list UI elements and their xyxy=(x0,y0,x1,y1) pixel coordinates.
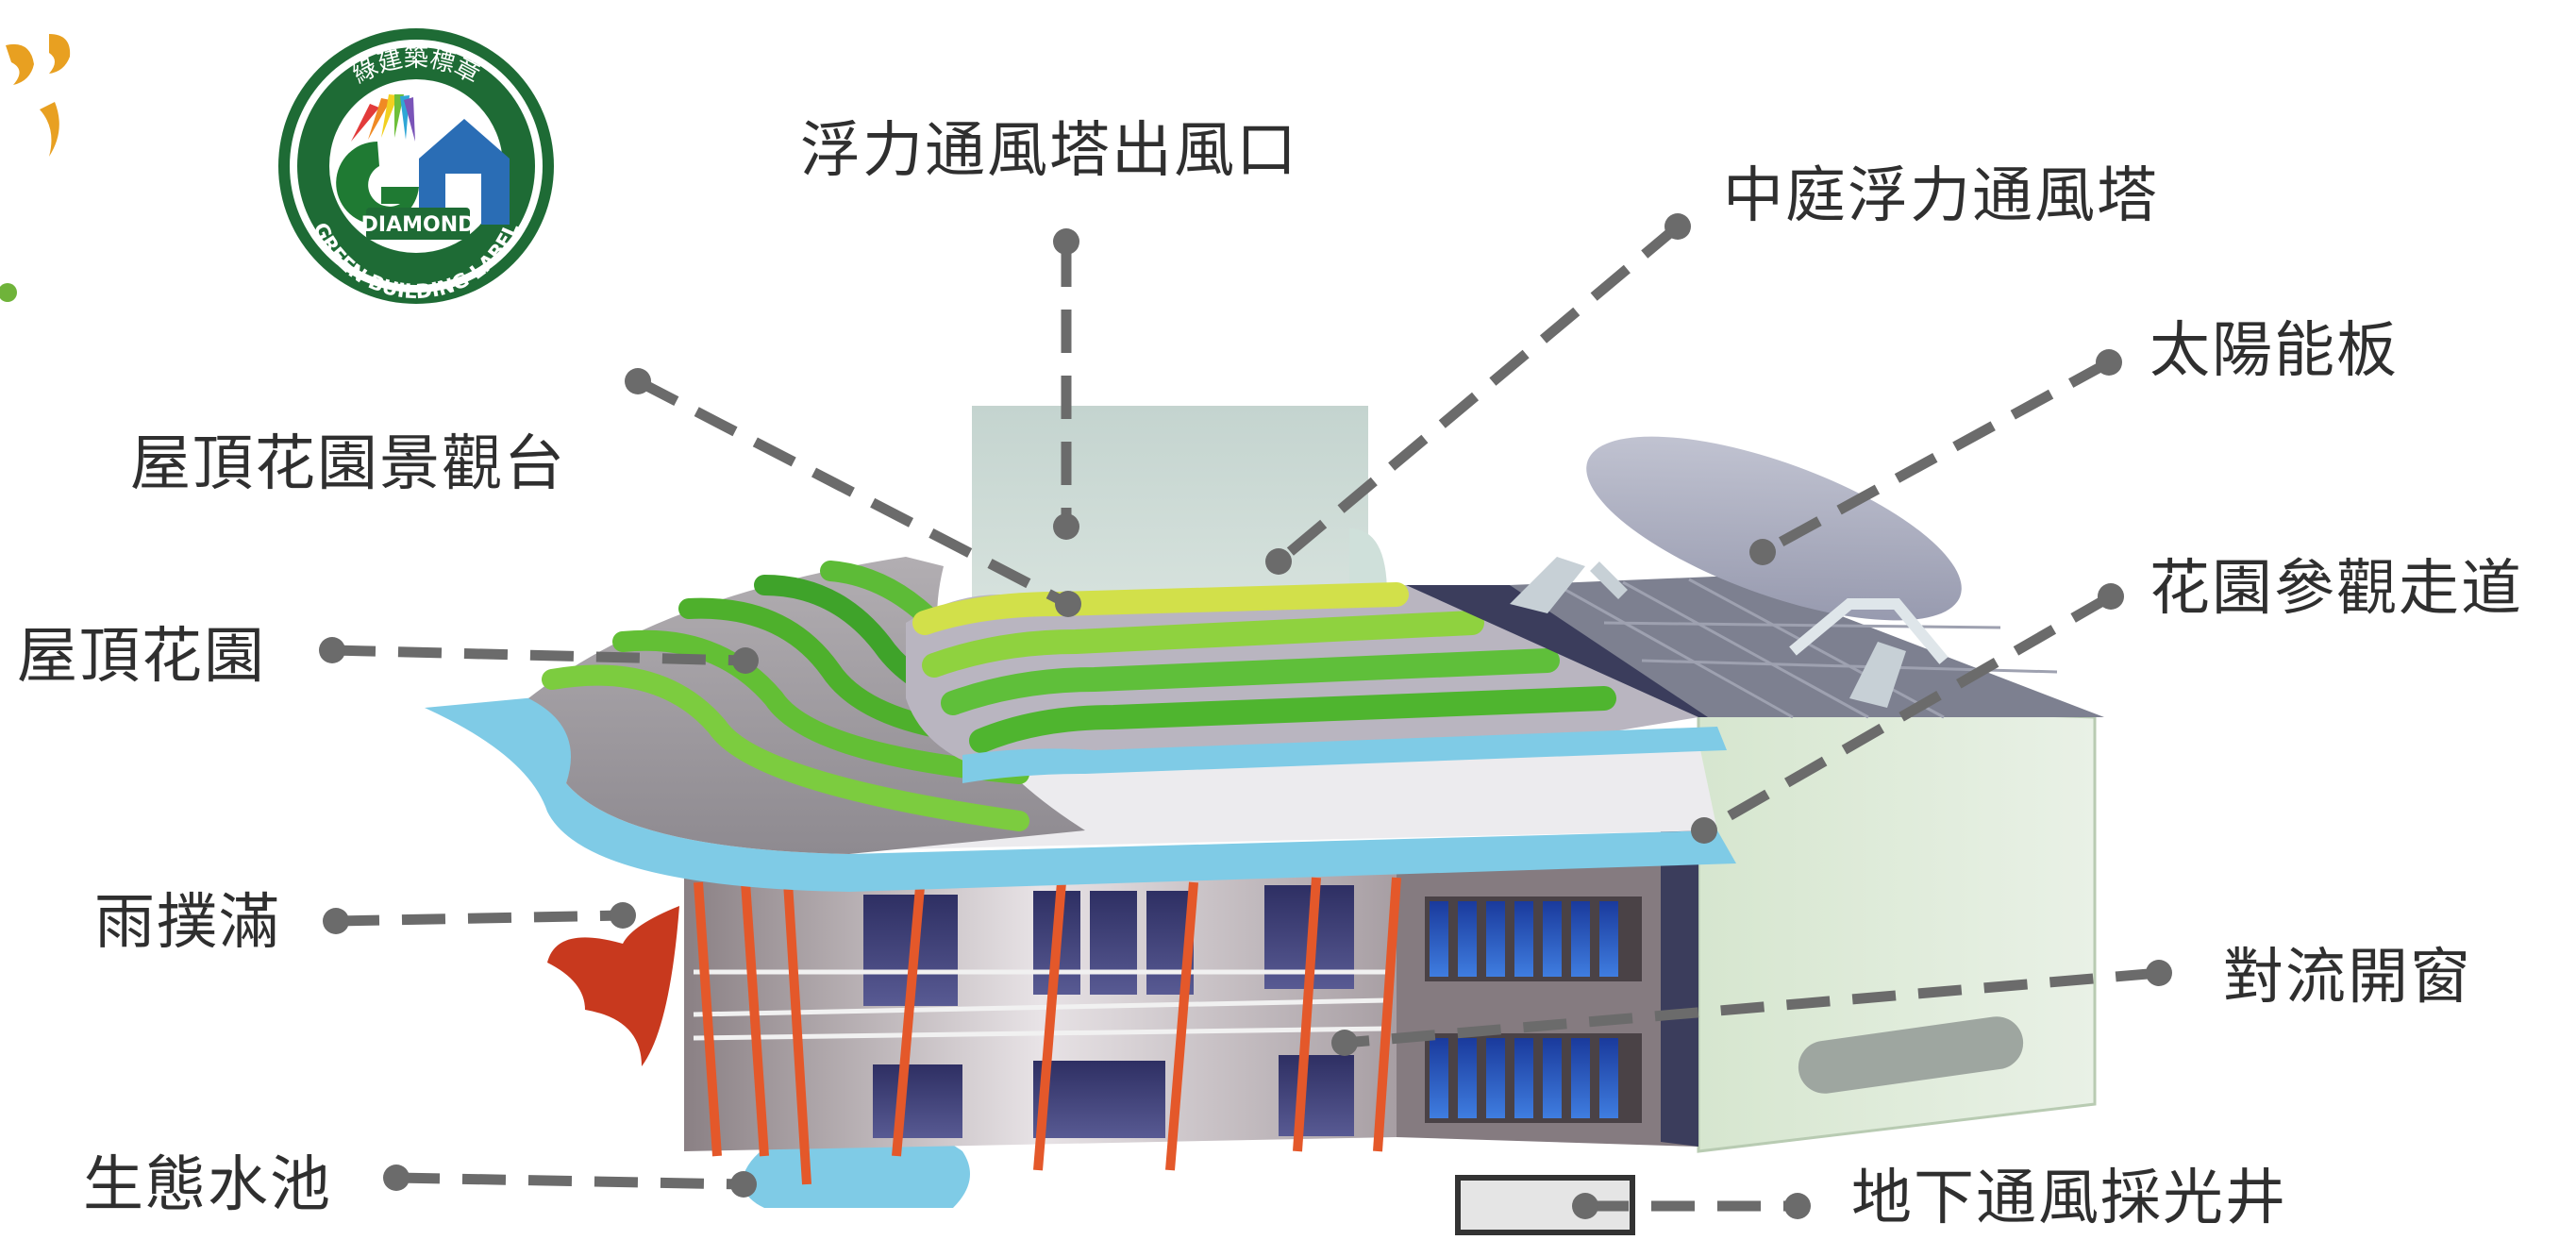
leader-courtyard-tower xyxy=(1275,222,1681,566)
right-annex xyxy=(1698,703,2095,1151)
lower-windows xyxy=(873,1055,1354,1138)
label-cross-window: 對流開窗 xyxy=(2223,943,2472,1013)
label-courtyard-tower: 中庭浮力通風塔 xyxy=(1723,161,2159,231)
label-eco-pond: 生態水池 xyxy=(83,1150,332,1220)
label-vent-outlet: 浮力通風塔出風口 xyxy=(800,116,1298,186)
leader-garden-walkway xyxy=(1701,592,2114,835)
label-roof-garden: 屋頂花園 xyxy=(17,622,266,692)
leader-solar-panel xyxy=(1760,358,2112,557)
blue-glass-windows xyxy=(1425,896,1642,1123)
label-rainwater: 雨撲滿 xyxy=(94,888,281,958)
leader-cross-window xyxy=(1344,967,2160,1048)
quote-mark-icon xyxy=(0,34,71,302)
solar-dish xyxy=(1510,436,1962,708)
upper-windows xyxy=(863,885,1354,1006)
label-solar-panel: 太陽能板 xyxy=(2149,316,2399,386)
leader-lines xyxy=(319,213,2172,1219)
building-illustration xyxy=(425,406,2104,1235)
main-wall xyxy=(684,849,1397,1151)
rain-tank xyxy=(547,906,679,1066)
terrace-stripes xyxy=(912,582,1616,753)
label-light-well: 地下通風採光井 xyxy=(1851,1164,2287,1233)
label-garden-walkway: 花園參觀走道 xyxy=(2149,554,2523,624)
balcony-rail xyxy=(693,969,1388,1041)
leader-eco-pond xyxy=(395,1172,744,1190)
color-burst-icon xyxy=(351,94,415,142)
badge-middle-text: DIAMOND xyxy=(361,213,476,237)
leader-rainwater xyxy=(335,910,624,927)
orange-columns xyxy=(694,877,1401,1185)
light-well-box xyxy=(1455,1175,1635,1235)
leader-roof-deck xyxy=(635,377,1071,609)
green-building-badge: DIAMOND 綠建築標章 GREEN BUILDING LABEL xyxy=(278,28,554,304)
label-roof-deck: 屋頂花園景觀台 xyxy=(130,429,566,499)
leader-roof-garden xyxy=(331,645,746,666)
roof-slab xyxy=(425,694,1736,892)
roof-left xyxy=(528,557,1085,854)
